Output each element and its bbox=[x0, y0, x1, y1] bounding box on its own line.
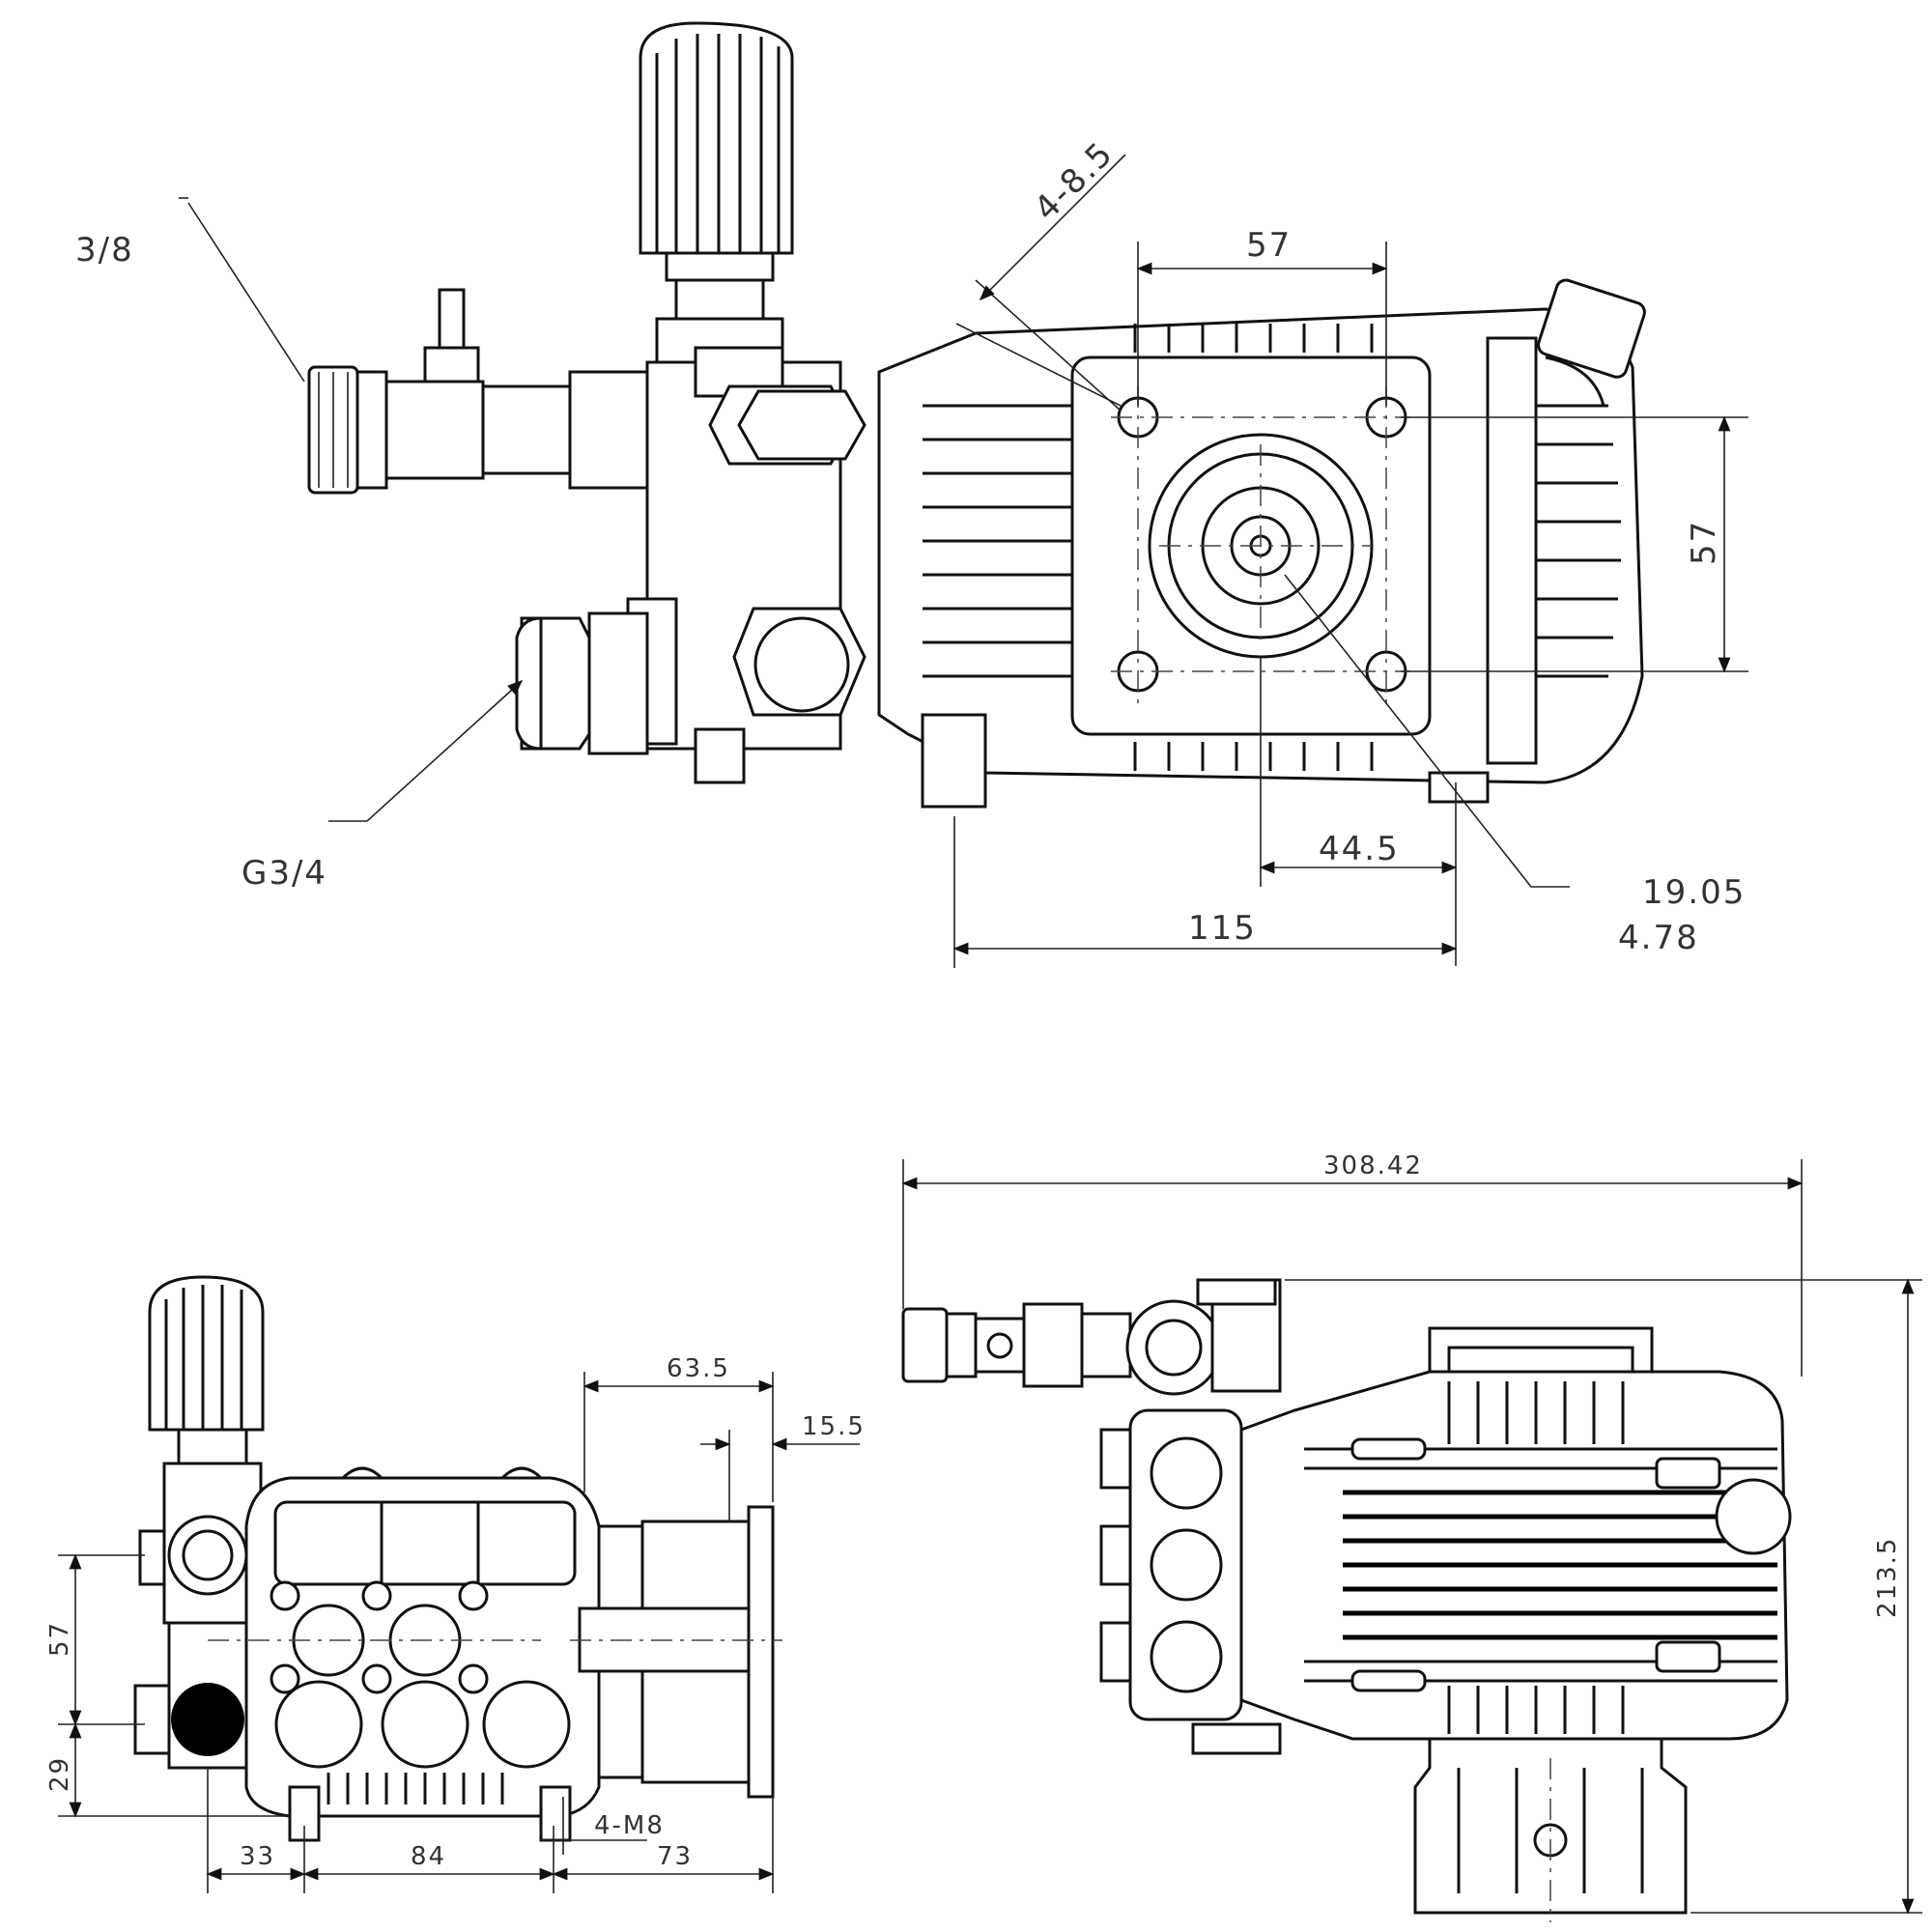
front-pump-head bbox=[244, 1466, 601, 1842]
inlet-fitting bbox=[515, 611, 649, 755]
crankcase bbox=[877, 278, 1646, 809]
side-dim-overall-height: 213.5 bbox=[1873, 1537, 1902, 1618]
dim-outlet-thread: 3/8 bbox=[75, 231, 134, 270]
side-pump-head bbox=[1099, 1408, 1282, 1755]
dim-shaft-dia: 19.05 bbox=[1642, 873, 1746, 912]
dim-shaft-offset: 44.5 bbox=[1319, 830, 1400, 868]
front-unloader-knob bbox=[133, 1275, 265, 1770]
front-dim-shaft-len: 63.5 bbox=[667, 1354, 730, 1383]
dim-key-width: 4.78 bbox=[1618, 919, 1699, 957]
side-view: 308.42 213.5 bbox=[901, 1151, 1922, 1922]
side-outlet-fitting bbox=[901, 1278, 1282, 1396]
front-dim-height-lower: 29 bbox=[45, 1756, 74, 1792]
outlet-fitting bbox=[307, 288, 649, 495]
side-crankcase bbox=[1239, 1326, 1792, 1922]
unloader-body bbox=[626, 346, 867, 784]
front-dim-width-left: 33 bbox=[240, 1842, 275, 1871]
dim-hole-spacing-h: 57 bbox=[1246, 226, 1292, 265]
dim-hole-spacing-v: 57 bbox=[1685, 520, 1723, 565]
side-dim-overall-length: 308.42 bbox=[1323, 1151, 1423, 1180]
unloader-knob bbox=[639, 21, 794, 364]
dim-overall-base: 115 bbox=[1188, 909, 1257, 948]
front-dim-width-right: 73 bbox=[657, 1842, 693, 1871]
front-dim-shaft-key: 15.5 bbox=[802, 1412, 866, 1441]
front-dim-height-upper: 57 bbox=[45, 1621, 74, 1657]
dim-mount-holes: 4-8.5 bbox=[1027, 134, 1122, 229]
front-view: 57 29 33 84 73 4-M8 63.5 15.5 bbox=[45, 1275, 866, 1893]
front-dim-width-mid: 84 bbox=[411, 1842, 446, 1871]
dim-inlet-thread: G3/4 bbox=[242, 854, 327, 893]
front-dim-bolts: 4-M8 bbox=[594, 1811, 665, 1840]
top-view: 57 57 4-8.5 44.5 115 19.05 4.78 3/8 G3/4 bbox=[75, 21, 1748, 968]
front-shaft bbox=[208, 1505, 782, 1799]
